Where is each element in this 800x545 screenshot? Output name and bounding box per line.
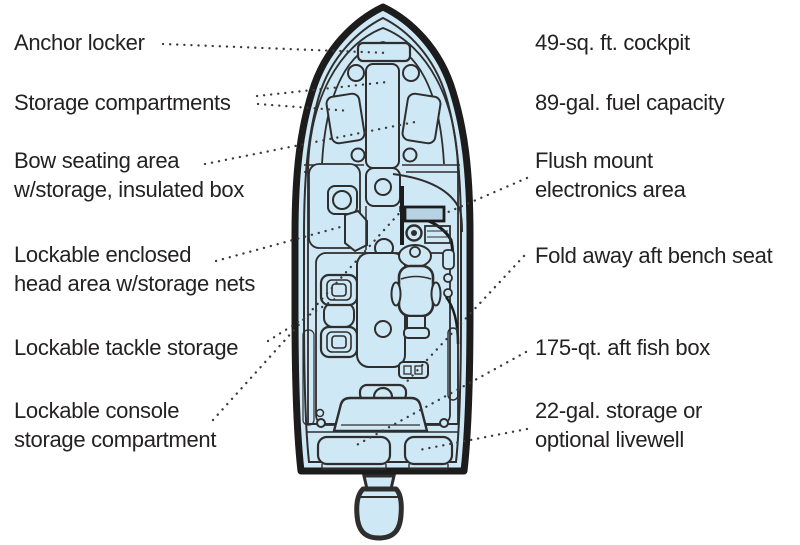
bench-seat-shape [332, 396, 429, 433]
motor-cowling [354, 486, 404, 541]
label-electronics-area: Flush mount electronics area [535, 146, 686, 204]
deck-screw [315, 408, 325, 418]
leader-line-electronics-area [444, 176, 529, 215]
label-line: w/storage, insulated box [14, 177, 245, 202]
leader-line-console-storage [211, 207, 405, 422]
head-door-shape [344, 209, 368, 253]
label-line: Fold away aft bench seat [535, 243, 773, 268]
leader-line-bow-seating-area [203, 120, 417, 166]
bow-center-walkway [365, 63, 400, 169]
label-line: Lockable tackle storage [14, 335, 239, 360]
label-line: head area w/storage nets [14, 271, 256, 296]
deck-hatch-circle [374, 178, 392, 196]
label-storage-livewell: 22-gal. storage or optional livewell [535, 396, 702, 454]
label-line: optional livewell [535, 427, 684, 452]
label-console-storage: Lockable console storage compartment [14, 396, 216, 454]
label-bow-seating-area: Bow seating area w/storage, insulated box [14, 146, 244, 204]
bow-hatch [350, 147, 366, 163]
head-hatch-circle [332, 190, 352, 210]
seat-cushion [397, 264, 435, 318]
label-line: Bow seating area [14, 148, 180, 173]
label-storage-compartments: Storage compartments [14, 88, 231, 117]
leader-lines [161, 42, 529, 452]
label-line: Lockable enclosed [14, 242, 192, 267]
port-storage-compartment [325, 92, 366, 145]
label-line: Storage compartments [14, 90, 231, 115]
leader-line-anchor-locker [161, 42, 390, 55]
console-storage-shape [356, 252, 406, 368]
label-line: storage compartment [14, 427, 217, 452]
leader-line-storage-compartments [255, 80, 389, 98]
aft-fish-box-shape [316, 435, 392, 466]
anchor-locker-shape [356, 41, 412, 63]
label-line: 22-gal. storage or [535, 398, 703, 423]
deck-screw [316, 418, 326, 428]
label-aft-fish-box: 175-qt. aft fish box [535, 333, 710, 362]
tackle-box-latch [323, 302, 355, 328]
label-aft-bench-seat: Fold away aft bench seat [535, 241, 773, 270]
cup-holder [443, 273, 453, 283]
leader-line-aft-fish-box [351, 350, 528, 449]
starboard-side [442, 249, 460, 401]
leader-line-storage-livewell [417, 427, 529, 452]
label-fuel-capacity: 89-gal. fuel capacity [535, 88, 725, 117]
aft-area [306, 383, 459, 470]
bow-hatch [347, 64, 365, 82]
leader-line-storage-compartments [256, 102, 352, 113]
deck-liner-line [307, 27, 459, 424]
label-line: Anchor locker [14, 30, 145, 55]
label-line: 49-sq. ft. cockpit [535, 30, 690, 55]
console-side-panel [424, 225, 451, 244]
deck-hatch-circle [374, 320, 392, 338]
rod-holder [442, 249, 455, 270]
label-anchor-locker: Anchor locker [14, 28, 145, 57]
label-line: Flush mount [535, 148, 653, 173]
leader-line-tackle-storage [266, 295, 340, 343]
seat-armrest [390, 281, 402, 307]
leader-line-aft-bench-seat [397, 254, 526, 392]
livewell-shape [403, 435, 454, 466]
center-walkway [356, 167, 406, 368]
electronics-panel [403, 205, 446, 223]
leader-line-head-area [214, 224, 346, 263]
starboard-storage-compartment [401, 92, 442, 145]
bow-hatch [402, 147, 418, 163]
starboard-side-tray [447, 327, 459, 401]
label-line: Lockable console [14, 398, 180, 423]
bow-hatch [402, 64, 420, 82]
helm-seat [390, 244, 442, 379]
label-line: 89-gal. fuel capacity [535, 90, 725, 115]
seat-armrest [430, 281, 442, 307]
seat-pedestal [406, 315, 426, 329]
deck-screw [439, 418, 449, 428]
label-tackle-storage: Lockable tackle storage [14, 333, 239, 362]
label-line: 175-qt. aft fish box [535, 335, 710, 360]
label-line: electronics area [535, 177, 686, 202]
outboard-motor [354, 474, 404, 541]
label-cockpit: 49-sq. ft. cockpit [535, 28, 690, 57]
label-head-area: Lockable enclosed head area w/storage net… [14, 240, 255, 298]
steering-wheel [405, 224, 423, 242]
bow-area [304, 27, 460, 424]
cup-holder [443, 288, 453, 298]
